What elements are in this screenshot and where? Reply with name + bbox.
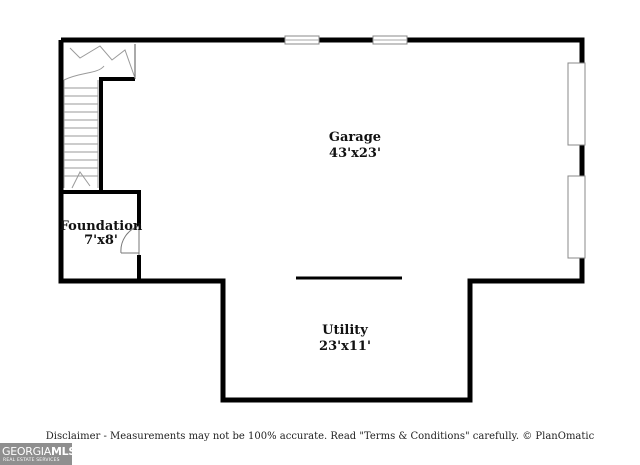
disclaimer-text: Disclaimer - Measurements may not be 100…: [45, 431, 595, 442]
logo-text-bold: MLS: [50, 445, 76, 458]
foundation-wall: [61, 190, 141, 226]
garage-dims: 43'x23': [329, 146, 381, 161]
logo-tagline: REAL ESTATE SERVICES: [3, 458, 60, 463]
staircase: [63, 45, 136, 189]
georgia-mls-logo: GEORGIAMLS REAL ESTATE SERVICES: [0, 443, 76, 465]
utility-dims: 23'x11': [319, 339, 371, 354]
floor-plan: Garage 43'x23' Foundation 7'x8' Utility …: [58, 35, 586, 403]
foundation-name: Foundation: [60, 219, 143, 234]
garage-door-lower: [567, 175, 586, 259]
foundation-door: [120, 225, 140, 255]
logo-wordmark: GEORGIAMLS: [2, 445, 76, 458]
window-top-right: [372, 35, 408, 45]
foundation-dims: 7'x8': [84, 233, 118, 248]
stair-wall: [99, 77, 135, 192]
garage-door-upper: [567, 62, 586, 146]
logo-text: GEORGIA: [2, 445, 51, 458]
utility-name: Utility: [322, 323, 368, 338]
window-top-left: [284, 35, 320, 45]
garage-name: Garage: [329, 130, 381, 145]
